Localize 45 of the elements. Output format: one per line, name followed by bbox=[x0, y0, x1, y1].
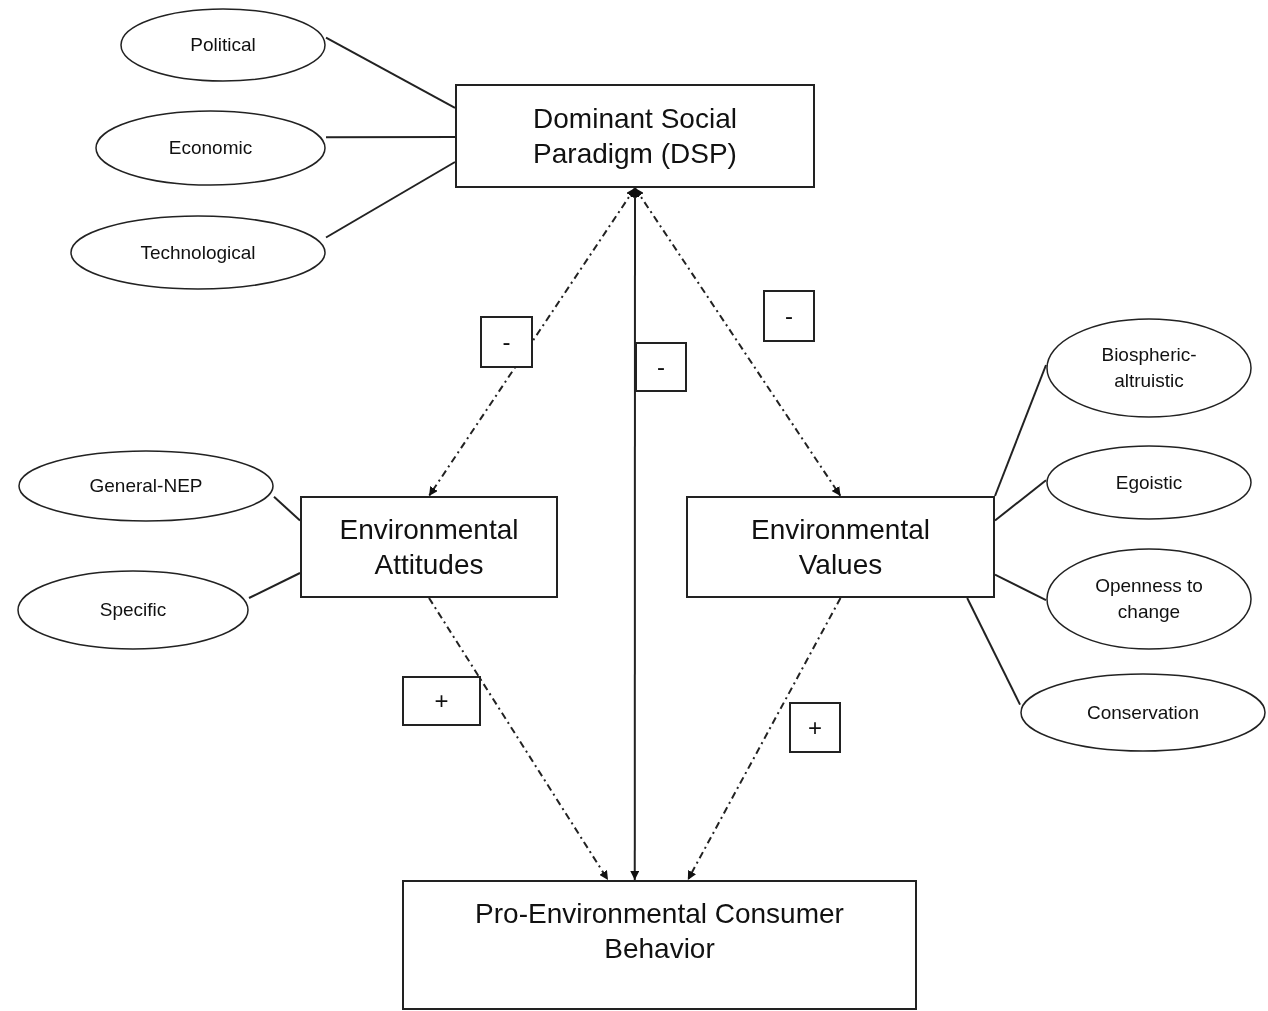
arrow bbox=[686, 597, 842, 881]
concept-box bbox=[686, 496, 995, 598]
box-label: Dominant Social Paradigm (DSP) bbox=[532, 102, 738, 171]
connector-line bbox=[994, 573, 1047, 601]
ellipse-label: Egoistic bbox=[1115, 470, 1183, 495]
arrow bbox=[630, 187, 640, 881]
ellipse-label: Political bbox=[190, 33, 256, 58]
ellipse-label: Openness to change bbox=[1094, 574, 1204, 624]
connector-line bbox=[248, 572, 301, 599]
edge-label: - bbox=[480, 316, 533, 368]
ellipse-node bbox=[70, 215, 326, 290]
concept-box bbox=[300, 496, 558, 598]
ellipse-node bbox=[1046, 318, 1252, 418]
edge-label: + bbox=[402, 676, 481, 726]
ellipse-node bbox=[95, 110, 326, 186]
ellipse-label: Specific bbox=[99, 598, 167, 623]
ellipse-label: Biospheric-altruistic bbox=[1100, 343, 1198, 393]
box-label: Environmental Attitudes bbox=[338, 513, 520, 582]
arrow bbox=[634, 187, 842, 497]
ellipse-label: General-NEP bbox=[89, 474, 203, 499]
box-label: Environmental Values bbox=[750, 513, 931, 582]
edge-label: + bbox=[789, 702, 841, 753]
connector-line bbox=[325, 36, 456, 109]
arrow bbox=[428, 187, 636, 497]
ellipse-node bbox=[1020, 673, 1266, 752]
connector-line bbox=[966, 597, 1021, 706]
concept-box bbox=[402, 880, 917, 1010]
ellipse-node bbox=[17, 570, 249, 650]
ellipse-node bbox=[1046, 445, 1252, 520]
ellipse-label: Conservation bbox=[1087, 700, 1199, 725]
ellipse-node bbox=[120, 8, 326, 82]
concept-box bbox=[455, 84, 815, 188]
edge-label: - bbox=[635, 342, 687, 392]
connector-line bbox=[994, 479, 1047, 522]
box-label: Pro-Environmental Consumer Behavior bbox=[474, 897, 845, 966]
ellipse-label: Economic bbox=[168, 136, 253, 161]
ellipse-node bbox=[18, 450, 274, 522]
ellipse-label: Technological bbox=[140, 240, 256, 265]
connector-line bbox=[325, 136, 456, 139]
arrow bbox=[428, 597, 609, 881]
connector-line bbox=[994, 364, 1047, 497]
ellipse-node bbox=[1046, 548, 1252, 650]
connector-line bbox=[273, 495, 301, 522]
connector-line bbox=[325, 161, 456, 239]
edge-label: - bbox=[763, 290, 815, 342]
